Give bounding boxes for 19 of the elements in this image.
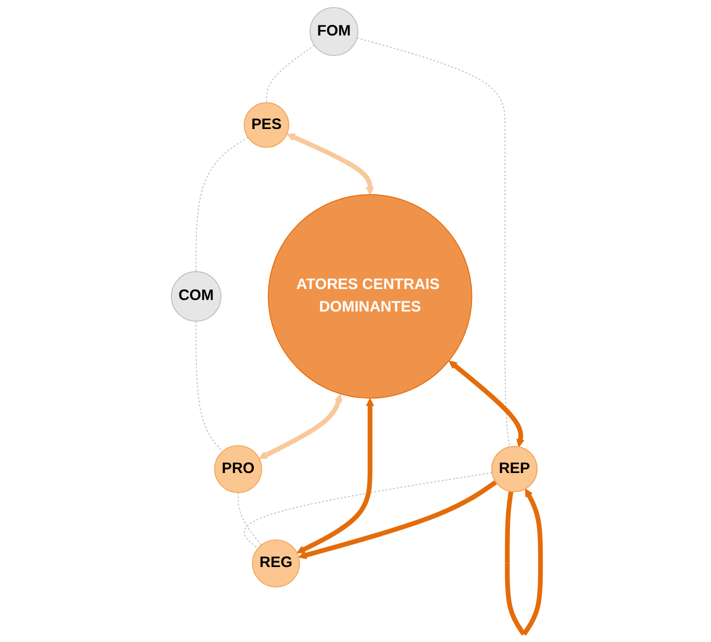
connector	[195, 136, 248, 272]
arrow	[298, 480, 497, 560]
node-circle: PRO	[214, 445, 262, 494]
node-circle: REG	[252, 539, 300, 588]
connector	[195, 320, 223, 452]
connector	[243, 472, 492, 549]
arrow	[258, 394, 342, 459]
node-circle: REP	[490, 446, 538, 492]
node-circle: COM	[170, 271, 221, 322]
arrow	[296, 398, 374, 554]
node-circle: ATORES CENTRAIS DOMINANTES	[267, 194, 472, 399]
node-circle: FOM	[309, 7, 358, 56]
arrow	[286, 133, 374, 195]
arrow	[504, 488, 542, 636]
arrow	[448, 360, 524, 448]
node-circle: PES	[243, 102, 289, 148]
connector	[237, 492, 262, 546]
connector	[266, 44, 314, 104]
connector	[356, 37, 510, 448]
